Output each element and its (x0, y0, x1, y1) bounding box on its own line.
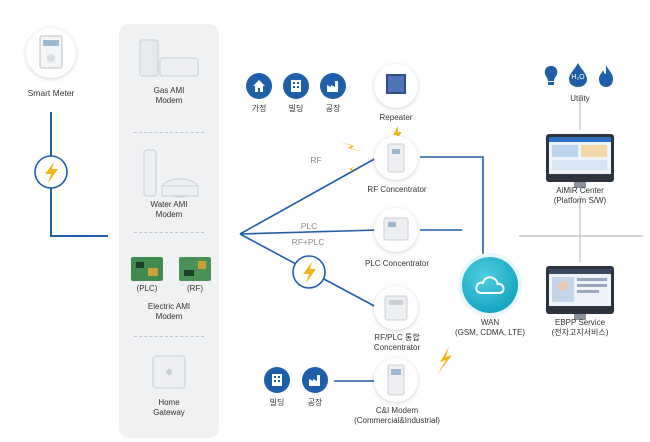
plc-concentrator-label: PLC Concentrator (364, 259, 430, 268)
repeater-image (374, 64, 418, 108)
building-icon-label: 빌딩 (288, 104, 304, 113)
separator (134, 336, 204, 337)
separator (134, 232, 204, 233)
electric-modem-plc-board (131, 257, 163, 281)
building-icon (264, 367, 290, 393)
ebpp-label-line1: EBPP Service (554, 318, 606, 327)
rf-board-label: (RF) (187, 284, 203, 293)
aimir-label-line2: (Platform S/W) (553, 196, 607, 205)
factory-icon-label: 공장 (325, 104, 341, 113)
wan-label-line2: (GSM, CDMA, LTE) (454, 328, 526, 337)
plc-line-label: PLC (300, 221, 318, 231)
wan-cloud (462, 257, 518, 313)
rf-concentrator-label: RF Concentrator (367, 185, 427, 194)
ci-modem-label-line2: (Commercial&Industrial) (354, 416, 440, 425)
factory-icon (302, 367, 328, 393)
repeater-label: Repeater (379, 113, 413, 122)
gas-modem-label-line1: Gas AMI (153, 86, 185, 95)
wan-label-line1: WAN (480, 318, 500, 327)
home-icon-label: 가정 (251, 104, 267, 113)
water-modem-label-line1: Water AMI (150, 200, 188, 209)
rf-side-label: RF (310, 155, 322, 165)
electric-modem-label-line1: Electric AMI (147, 302, 191, 311)
aimir-center-monitor (546, 134, 614, 188)
aimir-label-line1: AiMiR Center (556, 186, 604, 195)
ci-modem-image (374, 358, 418, 402)
gas-modem-label-line2: Modem (155, 96, 183, 105)
electric-modem-label-line2: Modem (155, 312, 183, 321)
flame-icon (599, 65, 613, 87)
combo-concentrator-image (374, 286, 418, 330)
ebpp-service-monitor (546, 266, 614, 320)
building-icon (283, 73, 309, 99)
combo-concentrator-label-line2: Concentrator (373, 343, 421, 352)
ci-modem-label-line1: C&I Modem (375, 406, 419, 415)
utility-label: Utility (570, 94, 590, 103)
cloud-icon (475, 276, 505, 294)
rf-plc-line-label: RF+PLC (291, 237, 325, 247)
factory-icon (320, 73, 346, 99)
home-icon (246, 73, 272, 99)
factory-icon-label: 공장 (307, 398, 323, 407)
plc-concentrator-image (374, 208, 418, 252)
lightbulb-icon (544, 66, 558, 85)
home-gateway-label-line1: Home (158, 398, 180, 407)
plc-board-label: (PLC) (136, 284, 158, 293)
water-modem-image (143, 149, 199, 198)
water-modem-label-line2: Modem (155, 210, 183, 219)
water-drop-icon (569, 63, 587, 87)
electric-modem-rf-board (179, 257, 211, 281)
smart-meter-label: Smart Meter (27, 88, 75, 98)
home-gateway-label-line2: Gateway (153, 408, 185, 417)
h2o-label: H₂O (571, 74, 585, 81)
separator (134, 132, 204, 133)
rf-concentrator-image (374, 136, 418, 180)
smart-meter-image (26, 28, 76, 78)
combo-concentrator-label-line1: RF/PLC 통합 (374, 333, 420, 342)
building-icon-label: 빌딩 (269, 398, 285, 407)
home-gateway-image (152, 355, 186, 389)
ebpp-label-line2: (전자고지서비스) (551, 328, 609, 337)
gas-modem-image (139, 39, 199, 77)
